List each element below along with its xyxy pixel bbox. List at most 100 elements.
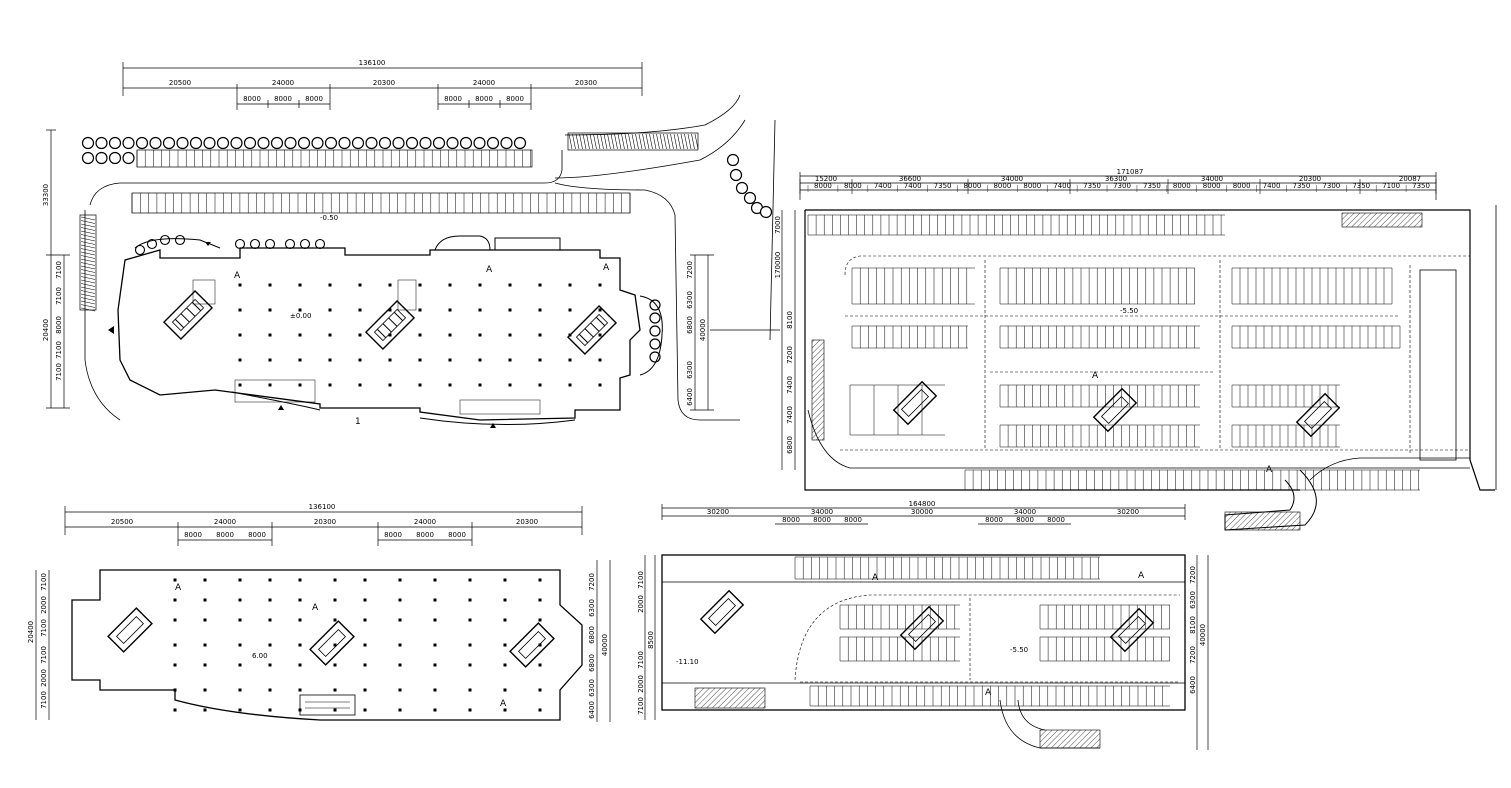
column-marker xyxy=(468,598,472,602)
dimension-chain-top-left: 136100 20500 24000 20300 24000 20300 800… xyxy=(122,59,643,110)
dim-sub-a-1: 8000 xyxy=(184,531,202,539)
column-marker xyxy=(503,598,507,602)
dim-right-5: 6300 xyxy=(686,361,694,379)
dim-segment-4: 34000 xyxy=(1014,508,1036,516)
column-marker xyxy=(538,283,542,287)
dim-left-7: 7100 xyxy=(55,363,63,381)
dim-left-1: 7000 xyxy=(774,216,782,234)
column-marker xyxy=(388,308,392,312)
column-marker xyxy=(598,283,602,287)
dim-right-2: 6300 xyxy=(1189,591,1197,609)
dim-right-2: 6300 xyxy=(686,291,694,309)
tree-icon xyxy=(189,136,203,150)
dim-left-7: 6800 xyxy=(786,436,794,454)
column-marker xyxy=(358,383,362,387)
column-marker xyxy=(433,708,437,712)
dim-left-1: 7100 xyxy=(40,573,48,591)
column-marker xyxy=(203,643,207,647)
tree-icon xyxy=(297,136,311,150)
dim-sub: 7350 xyxy=(1143,182,1161,190)
column-marker xyxy=(503,578,507,582)
column-marker xyxy=(398,618,402,622)
column-marker xyxy=(433,578,437,582)
column-marker xyxy=(478,358,482,362)
dim-segment-2: 36600 xyxy=(899,175,921,183)
column-marker xyxy=(173,598,177,602)
column-grid xyxy=(173,578,542,712)
entrance-arrow-icon xyxy=(205,242,211,246)
dim-segment-5: 20300 xyxy=(575,79,597,87)
column-marker xyxy=(298,688,302,692)
tree-icon xyxy=(284,136,297,150)
parking-stalls xyxy=(794,556,1170,707)
dim-left-6: 2000 xyxy=(40,669,48,687)
tree-icon xyxy=(726,153,740,167)
column-marker xyxy=(433,688,437,692)
tree-icon xyxy=(500,136,513,150)
elevation-b: -5.50 xyxy=(1010,646,1028,654)
ramp-hatch xyxy=(1039,729,1101,749)
dim-left-1: 7100 xyxy=(637,571,645,589)
tree-icon xyxy=(473,136,486,150)
tree-icon xyxy=(81,151,95,165)
core-2 xyxy=(364,299,416,351)
tree-icon xyxy=(743,191,757,205)
column-marker xyxy=(333,708,337,712)
dim-sub: 7400 xyxy=(904,182,922,190)
tree-icon xyxy=(432,136,446,150)
dim-left-2: 170000 xyxy=(774,252,782,279)
ramp-hatch xyxy=(694,687,766,709)
dim-segment-4: 24000 xyxy=(414,518,436,526)
column-marker xyxy=(238,708,242,712)
tree-icon xyxy=(146,238,158,250)
dim-left-2: 7100 xyxy=(55,261,63,279)
column-marker xyxy=(238,598,242,602)
column-marker xyxy=(238,308,242,312)
tree-icon xyxy=(264,238,276,250)
column-marker xyxy=(328,283,332,287)
core-tr-3 xyxy=(1295,392,1341,438)
column-marker xyxy=(238,578,242,582)
column-marker xyxy=(568,358,572,362)
dim-segment-5: 34000 xyxy=(1201,175,1223,183)
column-marker xyxy=(363,708,367,712)
dim-segment-7: 20087 xyxy=(1399,175,1421,183)
tree-icon xyxy=(95,151,108,165)
tree-icon xyxy=(135,136,149,150)
dim-sub-a-2: 8000 xyxy=(274,95,292,103)
dim-right-1: 7200 xyxy=(588,573,596,591)
tree-icon xyxy=(216,136,230,150)
column-marker xyxy=(468,688,472,692)
core-br-3 xyxy=(1109,607,1155,653)
column-marker xyxy=(363,618,367,622)
column-marker xyxy=(268,643,272,647)
room-tag-2: A xyxy=(1138,571,1145,581)
column-marker xyxy=(268,383,272,387)
tree-icon xyxy=(234,238,246,250)
column-marker xyxy=(398,598,402,602)
dim-left-5: 7400 xyxy=(786,376,794,394)
elevation-upper: -0.50 xyxy=(320,214,338,222)
dim-segment-5: 30200 xyxy=(1117,508,1139,516)
tree-icon xyxy=(324,136,338,150)
column-marker xyxy=(478,333,482,337)
dim-sub: 8000 xyxy=(844,182,862,190)
dim-sub-b-3: 8000 xyxy=(506,95,524,103)
dim-segment-2: 24000 xyxy=(272,79,294,87)
column-marker xyxy=(433,618,437,622)
dim-sub: 7350 xyxy=(1083,182,1101,190)
tree-icon xyxy=(122,151,135,165)
column-marker xyxy=(268,663,272,667)
core-tr-1 xyxy=(892,380,938,426)
column-marker xyxy=(433,663,437,667)
core-br-1 xyxy=(699,589,745,635)
tree-icon xyxy=(649,312,661,324)
column-marker xyxy=(468,618,472,622)
column-marker xyxy=(508,333,512,337)
column-marker xyxy=(363,688,367,692)
dim-right-7: 6400 xyxy=(588,701,596,719)
dim-sub: 7300 xyxy=(1113,182,1131,190)
entrance-arrow-icon xyxy=(108,326,114,334)
dim-sub-a-2: 8000 xyxy=(813,516,831,524)
column-marker xyxy=(173,663,177,667)
